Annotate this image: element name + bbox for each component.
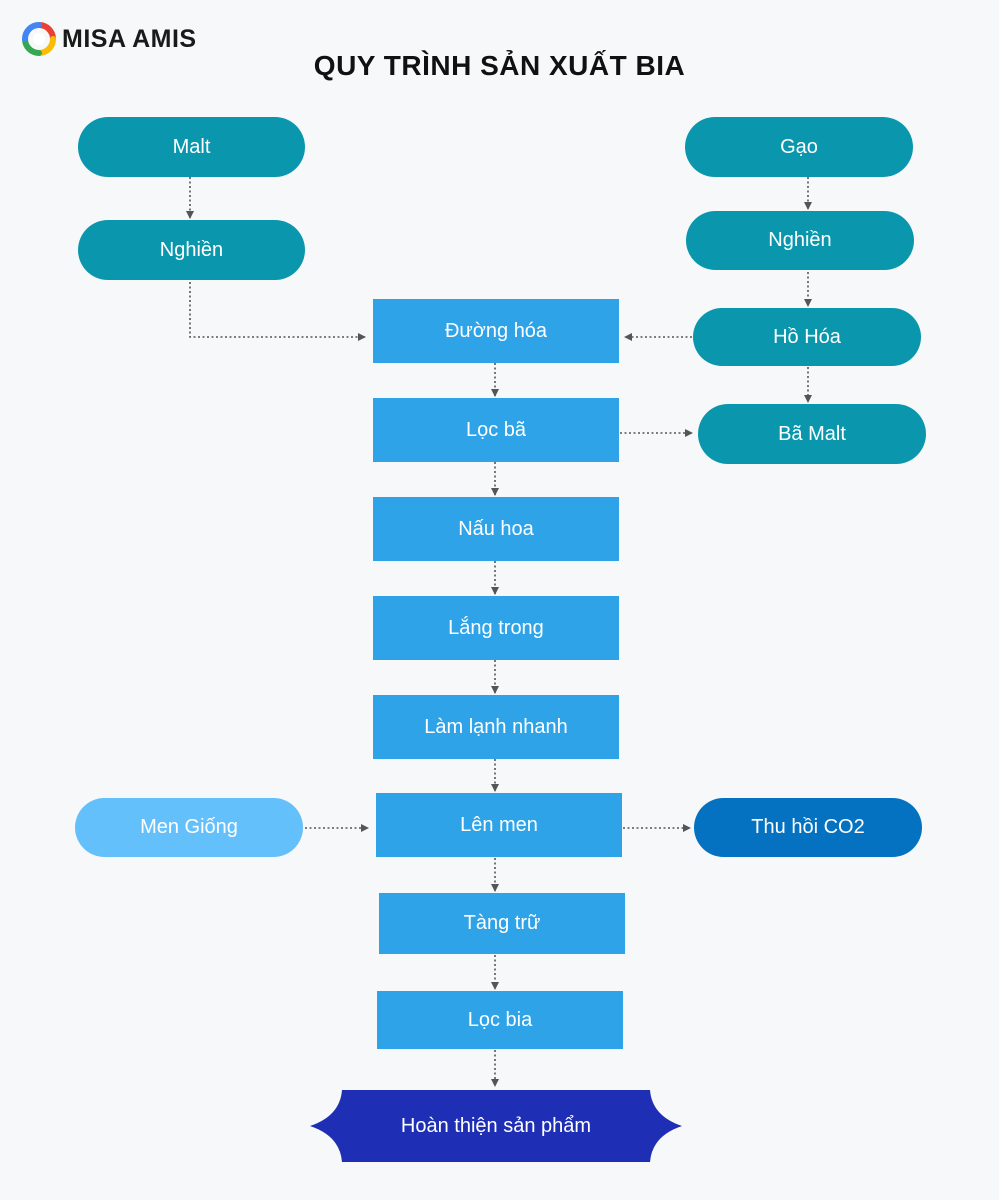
- node-gelatinization: Hồ Hóa: [693, 308, 921, 366]
- final-step: Hoàn thiện sản phẩm: [310, 1090, 682, 1162]
- arrow-grind-to-saccharification: [189, 282, 366, 341]
- final-step-label: Hoàn thiện sản phẩm: [400, 1114, 592, 1137]
- step-lautering-label: Lọc bã: [465, 418, 527, 441]
- diagram-title: QUY TRÌNH SẢN XUẤT BIA: [313, 50, 686, 81]
- step-beer-filtration: Lọc bia: [377, 991, 623, 1049]
- node-co2-recovery: Thu hồi CO2: [694, 798, 922, 857]
- step-fermentation-label: Lên men: [460, 813, 538, 836]
- node-spent-grain: Bã Malt: [698, 404, 926, 464]
- node-yeast-culture: Men Giống: [75, 798, 303, 857]
- node-malt-label: Malt: [172, 135, 211, 158]
- node-rice: Gạo: [685, 117, 913, 177]
- step-fermentation: Lên men: [376, 793, 622, 857]
- step-hop-boiling-label: Nấu hoa: [458, 517, 534, 540]
- misa-logo-icon: [22, 22, 56, 56]
- brand-logo: MISA AMIS: [22, 22, 197, 56]
- step-clarification-label: Lắng trong: [448, 616, 544, 639]
- node-yeast-culture-label: Men Giống: [140, 816, 238, 838]
- brand-name: MISA AMIS: [62, 24, 197, 53]
- node-malt-grind-label: Nghiền: [159, 238, 224, 261]
- final-step-shape: [310, 1090, 682, 1162]
- node-rice-label: Gạo: [780, 135, 818, 158]
- node-gelatinization-label: Hồ Hóa: [773, 325, 841, 348]
- node-malt-grind: Nghiền: [78, 220, 305, 280]
- step-maturation: Tàng trữ: [379, 893, 625, 954]
- step-beer-filtration-label: Lọc bia: [467, 1008, 533, 1031]
- node-rice-grind-label: Nghiền: [768, 229, 832, 251]
- step-rapid-cooling-label: Làm lạnh nhanh: [424, 715, 568, 738]
- step-clarification: Lắng trong: [373, 596, 619, 660]
- step-lautering: Lọc bã: [373, 398, 619, 462]
- step-saccharification: Đường hóa: [373, 299, 619, 363]
- node-rice-grind: Nghiền: [686, 211, 914, 270]
- step-saccharification-label: Đường hóa: [444, 319, 548, 342]
- node-spent-grain-label: Bã Malt: [778, 422, 846, 445]
- step-hop-boiling: Nấu hoa: [373, 497, 619, 561]
- step-rapid-cooling: Làm lạnh nhanh: [373, 695, 619, 759]
- node-malt: Malt: [78, 117, 305, 177]
- step-maturation-label: Tàng trữ: [463, 912, 541, 934]
- node-co2-recovery-label: Thu hồi CO2: [751, 816, 865, 838]
